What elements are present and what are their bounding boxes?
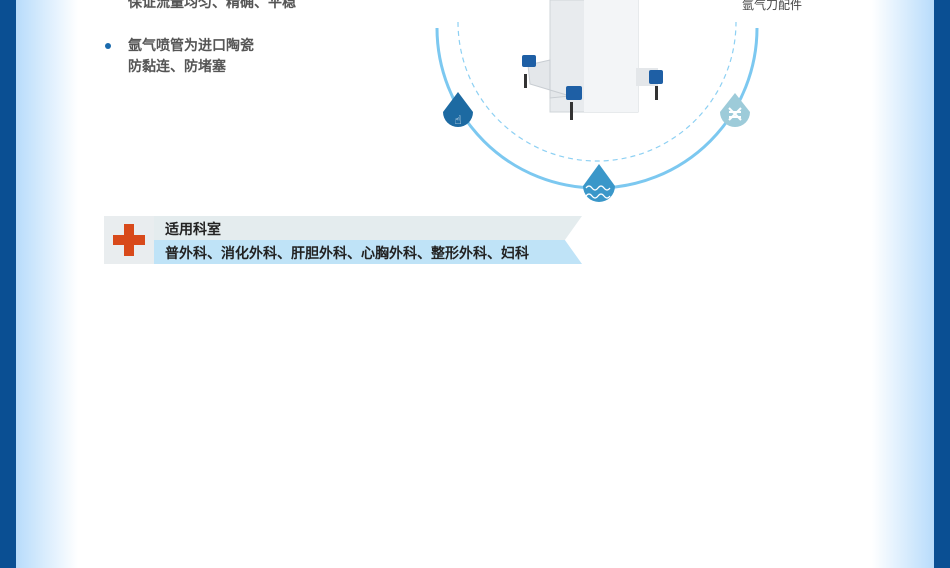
departments-list: 普外科、消化外科、肝胆外科、心胸外科、整形外科、妇科 [165, 246, 529, 262]
departments-banner: 适用科室 普外科、消化外科、肝胆外科、心胸外科、整形外科、妇科 [104, 216, 582, 264]
medical-cross-icon [104, 216, 154, 264]
svg-text:☝: ☝ [454, 113, 461, 127]
mesh-drop-icon [583, 164, 615, 202]
departments-title: 适用科室 [165, 222, 221, 238]
left-border [0, 0, 16, 568]
left-gradient [16, 0, 78, 568]
touch-rotate-drop-icon: ☝ [443, 92, 473, 127]
feature-line: 保证流量均匀、精确、平稳 [128, 0, 296, 11]
right-gradient [872, 0, 934, 568]
accessory-label: 氩气刀配件 [742, 0, 803, 12]
bullet-icon [105, 43, 111, 49]
product-diagram: ☝ [435, 0, 759, 202]
device-image [522, 0, 663, 120]
right-border [934, 0, 950, 568]
feature-line: 防黏连、防堵塞 [128, 59, 226, 75]
inner-dashed-arc [457, 21, 737, 162]
dna-drop-icon [720, 93, 750, 127]
feature-line: 氩气喷管为进口陶瓷 [128, 38, 254, 54]
